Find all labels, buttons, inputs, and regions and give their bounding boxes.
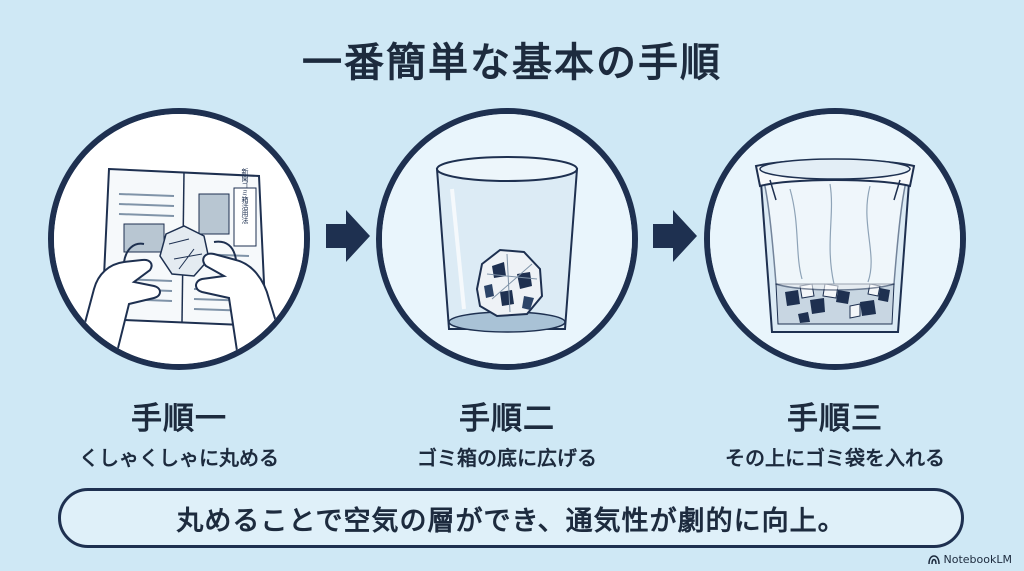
step-3-label: 手順三 その上にゴミ袋を入れる	[675, 393, 995, 471]
page-title: 一番簡単な基本の手順	[302, 40, 722, 86]
brand-name: NotebookLM	[943, 553, 1012, 566]
newspaper-ball-in-bin-icon	[382, 114, 632, 364]
step-2-desc: ゴミ箱の底に広げる	[417, 446, 597, 470]
svg-text:新聞ゴミ箱活用法: 新聞ゴミ箱活用法	[241, 167, 249, 225]
step-2-title: 手順二	[459, 401, 555, 437]
bag-over-newspaper-in-bin-icon	[710, 114, 960, 364]
step-2-illustration	[376, 108, 638, 370]
arrow-right-icon	[653, 210, 697, 262]
notebooklm-logo-icon	[927, 554, 940, 564]
step-1-title: 手順一	[131, 401, 227, 437]
step-1-desc: くしゃくしゃに丸める	[79, 446, 279, 470]
step-2-label: 手順二 ゴミ箱の底に広げる	[347, 393, 667, 471]
brand-watermark: NotebookLM	[927, 553, 1012, 566]
step-1-illustration: 新聞ゴミ箱活用法	[48, 108, 310, 370]
crumpling-newspaper-hands-icon: 新聞ゴミ箱活用法	[54, 114, 304, 364]
summary-text: 丸めることで空気の層ができ、通気性が劇的に向上。	[176, 505, 846, 537]
step-3-title: 手順三	[787, 401, 883, 437]
step-3-illustration	[704, 108, 966, 370]
step-3-desc: その上にゴミ袋を入れる	[725, 446, 945, 470]
step-1-label: 手順一 くしゃくしゃに丸める	[19, 393, 339, 471]
summary-box: 丸めることで空気の層ができ、通気性が劇的に向上。	[58, 488, 964, 548]
arrow-right-icon	[326, 210, 370, 262]
